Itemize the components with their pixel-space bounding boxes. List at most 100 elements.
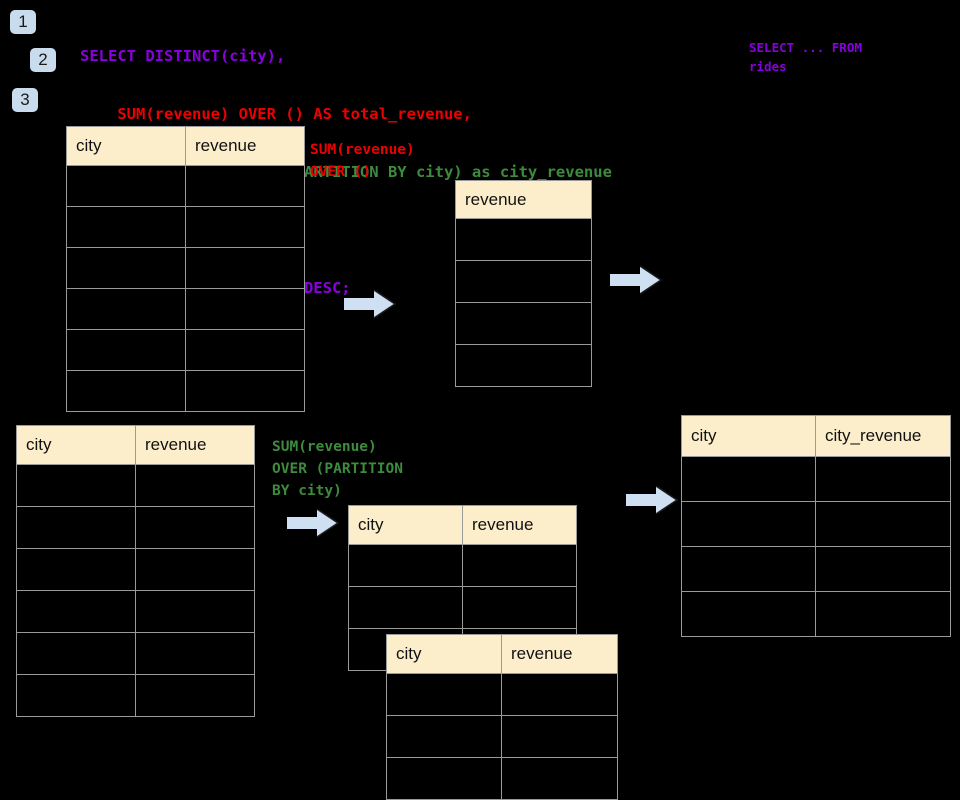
table-rides-source-top: city revenue: [66, 126, 305, 412]
cell-city: [66, 206, 186, 248]
cell-city: [16, 548, 136, 591]
cell-city: [16, 632, 136, 675]
column-header-revenue: revenue: [135, 425, 255, 465]
cell-city: [681, 456, 816, 502]
table-row: [455, 302, 592, 345]
table-row: [455, 260, 592, 303]
cell-city: [66, 288, 186, 330]
column-header-city: city: [348, 505, 463, 545]
table-row: [455, 218, 592, 261]
table-header-row: revenue: [455, 180, 592, 219]
table-row: [66, 370, 305, 412]
table-row: [16, 590, 255, 633]
table-header-row: city city_revenue: [681, 415, 951, 457]
table-row: [66, 288, 305, 330]
cell-revenue: [501, 715, 618, 758]
cell-city: [16, 674, 136, 717]
table-city-revenue-result: city city_revenue: [681, 415, 951, 637]
cell-revenue: [185, 165, 305, 207]
column-header-revenue: revenue: [455, 180, 592, 219]
table-row: [386, 715, 618, 758]
table-partition-a: city revenue: [348, 505, 577, 671]
cell-revenue: [135, 548, 255, 591]
table-row: [386, 673, 618, 716]
cell-revenue: [135, 632, 255, 675]
cell-city: [66, 247, 186, 289]
cell-revenue: [455, 218, 592, 261]
cell-city: [16, 590, 136, 633]
table-header-row: city revenue: [386, 634, 618, 674]
arrow-source-to-partition: [287, 508, 339, 538]
column-header-city: city: [66, 126, 186, 166]
table-header-row: city revenue: [348, 505, 577, 545]
column-header-revenue: revenue: [501, 634, 618, 674]
cell-city: [681, 501, 816, 547]
table-row: [16, 674, 255, 717]
cell-city-revenue: [815, 546, 951, 592]
annotation-sum-over-empty: SUM(revenue) OVER (): [310, 142, 415, 180]
step-badge-1: 1: [10, 10, 36, 34]
cell-revenue: [135, 506, 255, 549]
table-row: [16, 632, 255, 675]
cell-city: [386, 673, 502, 716]
column-header-revenue: revenue: [185, 126, 305, 166]
cell-city: [16, 464, 136, 507]
cell-city-revenue: [815, 456, 951, 502]
table-row: [66, 329, 305, 371]
table-total-revenue: revenue: [455, 180, 592, 387]
table-row: [348, 586, 577, 629]
cell-city-revenue: [815, 591, 951, 637]
table-row: [681, 456, 951, 502]
cell-revenue: [455, 344, 592, 387]
table-header-row: city revenue: [16, 425, 255, 465]
cell-revenue: [455, 260, 592, 303]
arrow-source-to-total: [344, 289, 396, 319]
cell-city: [348, 544, 463, 587]
step-badge-2: 2: [30, 48, 56, 72]
column-header-revenue: revenue: [462, 505, 577, 545]
table-row: [16, 548, 255, 591]
step-badge-3: 3: [12, 88, 38, 112]
table-row: [455, 344, 592, 387]
table-row: [348, 544, 577, 587]
sql-line-1: SELECT DISTINCT(city),: [80, 47, 286, 65]
cell-city: [386, 757, 502, 800]
cell-revenue: [462, 586, 577, 629]
cell-revenue: [185, 247, 305, 289]
cell-revenue: [185, 288, 305, 330]
cell-revenue: [455, 302, 592, 345]
table-row: [681, 501, 951, 547]
cell-revenue: [135, 464, 255, 507]
cell-revenue: [135, 674, 255, 717]
cell-revenue: [501, 673, 618, 716]
table-row: [16, 506, 255, 549]
cell-revenue: [501, 757, 618, 800]
cell-revenue: [135, 590, 255, 633]
cell-city: [16, 506, 136, 549]
cell-city: [386, 715, 502, 758]
cell-city: [66, 165, 186, 207]
diagram-canvas: 1 2 3 SELECT DISTINCT(city), SUM(revenue…: [10, 10, 951, 800]
table-rides-source-bottom: city revenue: [16, 425, 255, 717]
column-header-city-revenue: city_revenue: [815, 415, 951, 457]
sql-line-2: SUM(revenue) OVER () AS total_revenue,: [80, 105, 472, 123]
column-header-city: city: [16, 425, 136, 465]
column-header-city: city: [386, 634, 502, 674]
table-row: [681, 546, 951, 592]
cell-revenue: [185, 370, 305, 412]
cell-city: [681, 546, 816, 592]
cell-revenue: [462, 544, 577, 587]
cell-city-revenue: [815, 501, 951, 547]
column-header-city: city: [681, 415, 816, 457]
table-row: [66, 206, 305, 248]
cell-revenue: [185, 329, 305, 371]
cell-city: [681, 591, 816, 637]
table-row: [66, 247, 305, 289]
arrow-partition-to-result: [626, 485, 678, 515]
arrow-total-to-result: [610, 265, 662, 295]
annotation-select-from-rides: SELECT ... FROM rides: [749, 40, 862, 74]
cell-city: [66, 329, 186, 371]
table-header-row: city revenue: [66, 126, 305, 166]
cell-revenue: [185, 206, 305, 248]
table-row: [66, 165, 305, 207]
